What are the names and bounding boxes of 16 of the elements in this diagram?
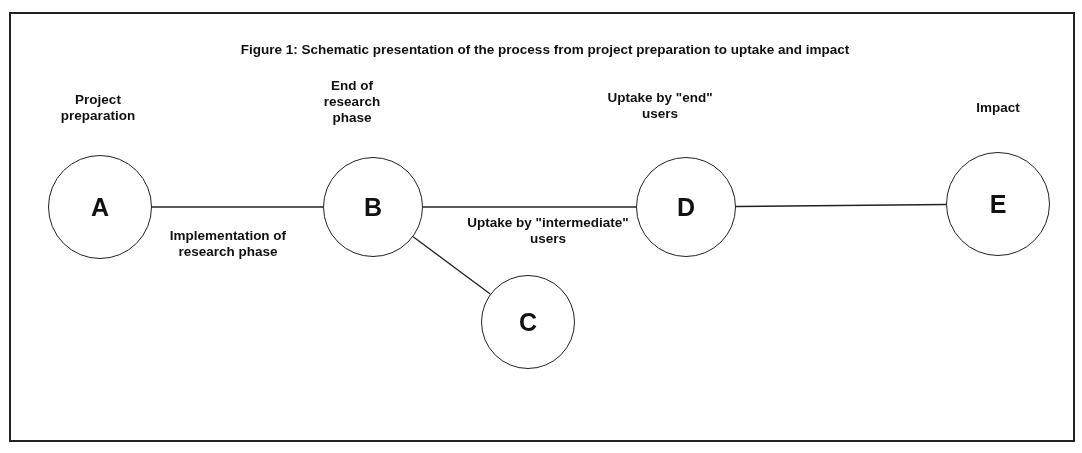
connector-line <box>735 203 947 208</box>
edge-label: Implementation of research phase <box>168 228 288 261</box>
node-letter: B <box>363 192 383 222</box>
edge-label: Uptake by "intermediate" users <box>466 215 630 248</box>
node-caption: Impact <box>975 100 1021 117</box>
node-letter: E <box>989 189 1007 219</box>
node-caption: End of research phase <box>322 78 382 127</box>
connector-line <box>151 206 324 208</box>
node-caption: Project preparation <box>59 92 137 125</box>
connector-line <box>422 206 637 208</box>
connector-line <box>412 236 491 295</box>
node-letter: C <box>518 307 538 337</box>
node-letter: A <box>90 192 110 222</box>
node-letter: D <box>676 192 696 222</box>
figure-title: Figure 1: Schematic presentation of the process from project preparation to uptake and impact <box>239 42 851 57</box>
node-caption: Uptake by "end" users <box>606 90 714 123</box>
